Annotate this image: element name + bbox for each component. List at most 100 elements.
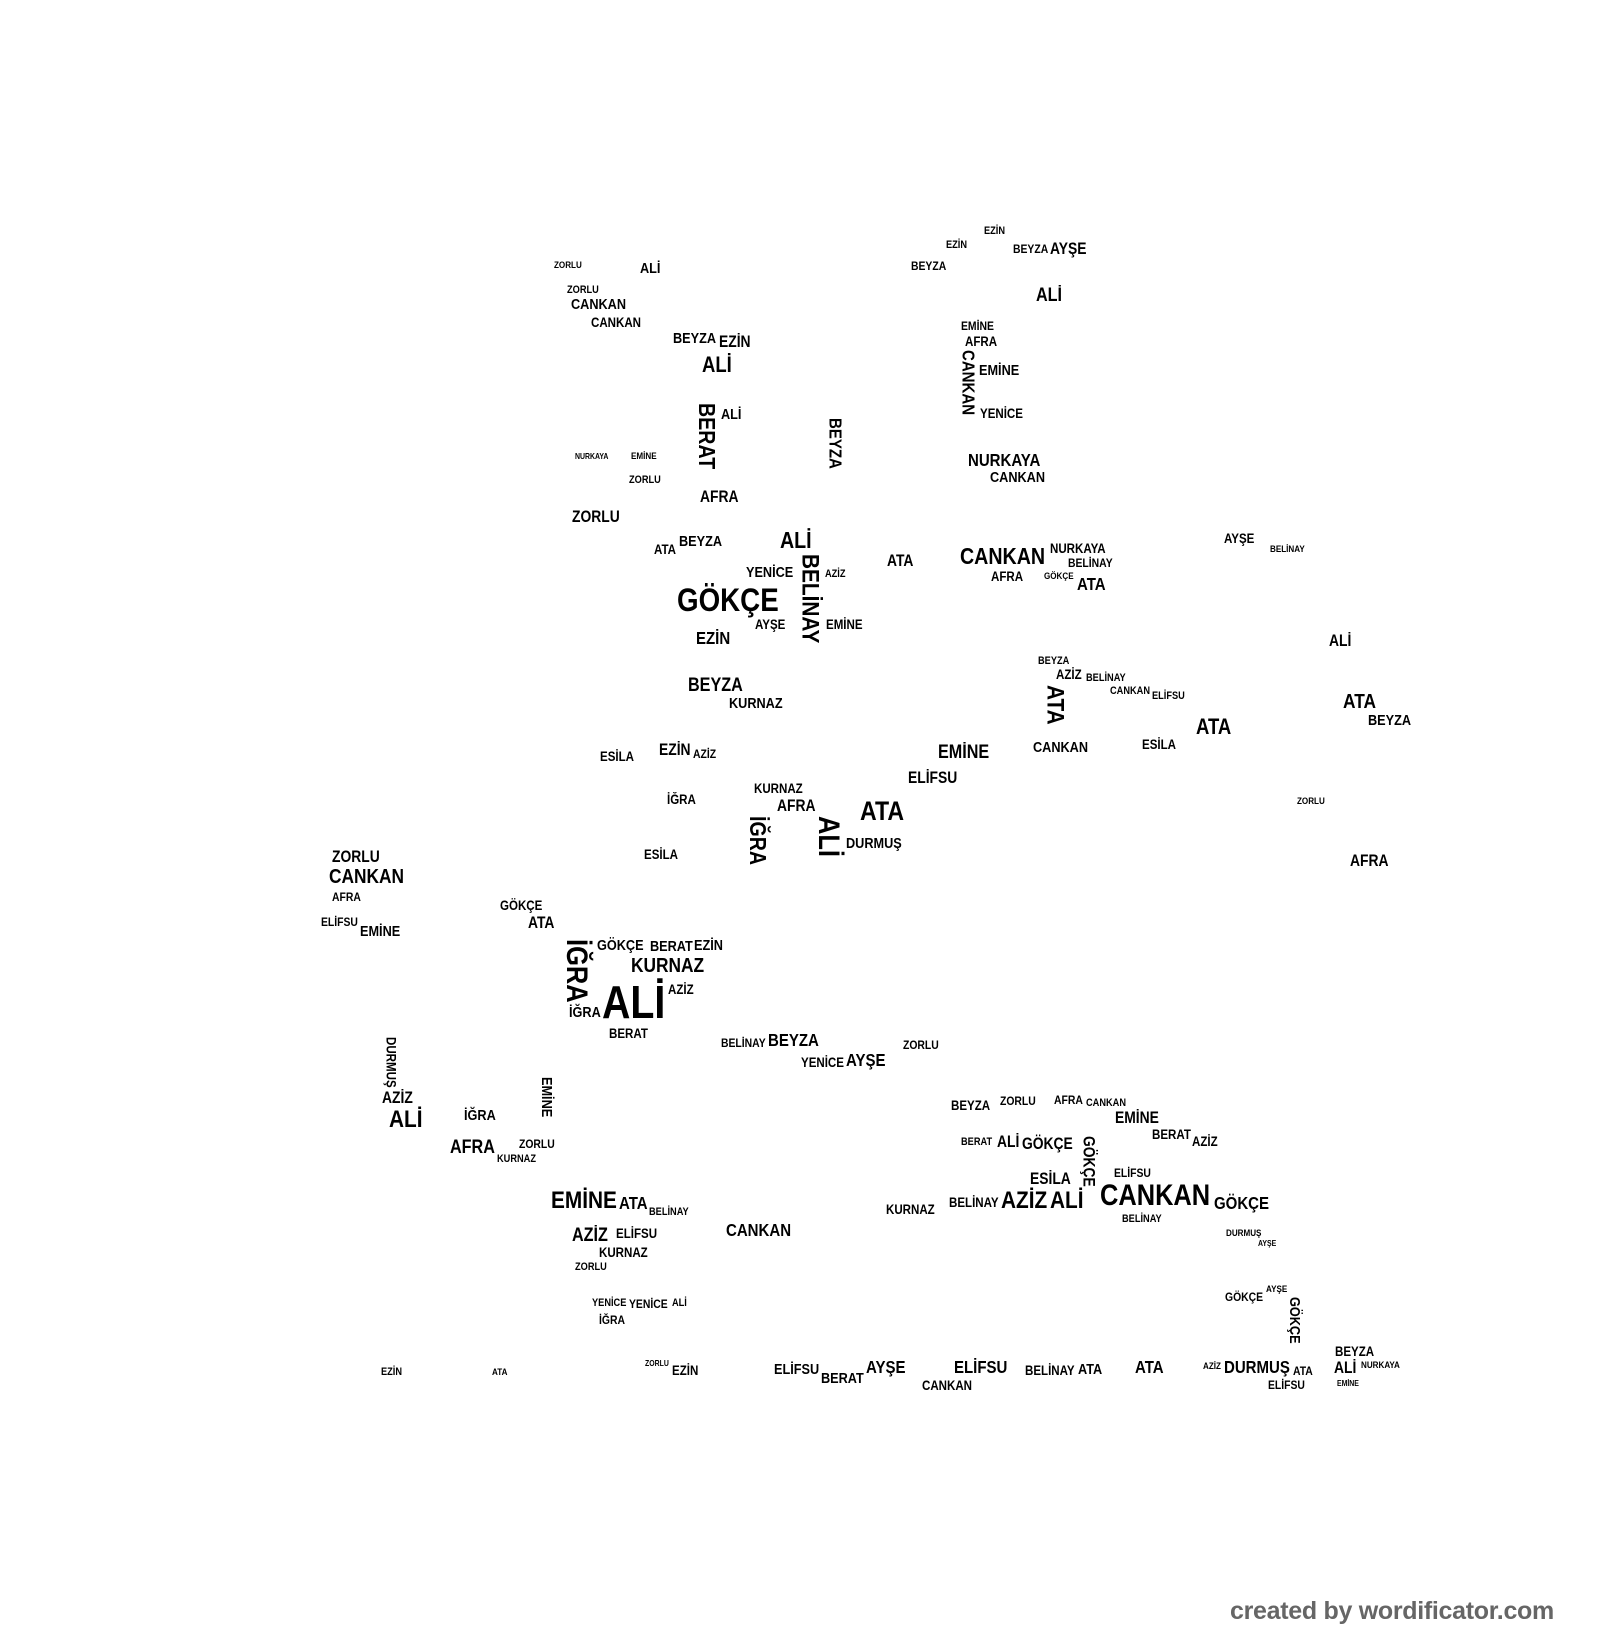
cloud-word: GÖKÇE [1213,1193,1269,1214]
cloud-word: GÖKÇE [1021,1135,1073,1154]
cloud-word: İĞRA [744,815,771,865]
cloud-word: ZORLU [567,284,599,297]
cloud-word: CANKAN [590,314,642,330]
cloud-word: EZİN [718,333,751,352]
cloud-word: BEYZA [672,329,716,347]
cloud-word: GÖKÇE [1043,570,1074,582]
cloud-word: DURMUŞ [1225,1228,1262,1240]
cloud-word: ELİFSU [1114,1165,1152,1180]
cloud-word: BEYZA [1334,1344,1374,1360]
cloud-word: ZORLU [572,507,620,526]
cloud-word: ZORLU [644,1359,669,1369]
cloud-word: ALİ [701,352,732,378]
cloud-word: BEYZA [826,418,847,470]
cloud-word: ALİ [1049,1187,1084,1215]
cloud-word: ALİ [671,1297,687,1310]
cloud-word: ESİLA [1030,1170,1072,1189]
cloud-word: YENİCE [628,1296,668,1311]
cloud-word: ATA [1343,690,1377,713]
cloud-word: BERAT [693,402,720,469]
cloud-word: BELİNAY [949,1195,999,1211]
cloud-word: ATA [859,794,904,826]
cloud-word: NURKAYA [967,449,1040,470]
cloud-word: YENİCE [746,564,794,582]
cloud-word: ELİFSU [774,1361,820,1379]
cloud-word: EZİN [945,238,967,251]
cloud-word: ATA [1195,714,1231,740]
cloud-word: CANKAN [571,296,627,314]
cloud-word: ZORLU [902,1038,939,1053]
cloud-word: BEYZA [1368,712,1412,730]
cloud-word: GÖKÇE [597,936,644,954]
cloud-word: BELİNAY [648,1206,689,1219]
cloud-word: BELİNAY [1269,543,1305,555]
cloud-word: NURKAYA [1050,540,1106,556]
cloud-word: ALİ [1329,632,1352,651]
cloud-word: BERAT [609,1026,649,1042]
cloud-word: CANKAN [1100,1179,1211,1213]
cloud-word: AZİZ [668,982,694,998]
cloud-word: BERAT [1151,1127,1191,1143]
cloud-word: AYŞE [1050,240,1087,259]
cloud-word: ATA [1078,1361,1103,1379]
cloud-word: KURNAZ [728,694,783,712]
cloud-word: İĞRA [599,1313,626,1328]
cloud-word: AZİZ [824,568,846,581]
cloud-word: ELİFSU [1268,1378,1306,1393]
cloud-word: ELİFSU [907,769,958,788]
cloud-word: ESİLA [600,748,635,764]
cloud-word: GÖKÇE [1224,1290,1263,1305]
cloud-word: BEYZA [678,532,722,550]
cloud-word: KURNAZ [497,1152,537,1165]
cloud-word: ZORLU [331,848,380,867]
cloud-word: BELİNAY [796,554,824,644]
cloud-word: ATA [1077,574,1106,595]
cloud-word: EZİN [380,1366,402,1379]
cloud-word: EMİNE [961,319,995,334]
cloud-word: CANKAN [725,1220,791,1241]
cloud-word: ALİ [389,1105,423,1133]
cloud-word: GÖKÇE [676,580,779,618]
cloud-word: AZİZ [693,747,717,762]
cloud-word: ALİ [1333,1359,1356,1378]
cloud-word: BERAT [821,1370,865,1388]
cloud-word: ATA [528,913,555,932]
cloud-word: AZİZ [1192,1133,1218,1149]
cloud-word: AZİZ [1056,667,1083,683]
cloud-word: ATA [1041,685,1069,725]
cloud-word: AYŞE [866,1357,906,1378]
cloud-word: EMİNE [1336,1379,1359,1389]
cloud-word: YENİCE [592,1297,627,1310]
cloud-word: İĞRA [464,1106,497,1124]
cloud-word: CANKAN [958,350,979,416]
cloud-word: EMİNE [938,741,990,763]
cloud-word: BERAT [961,1136,993,1149]
cloud-word: NURKAYA [1360,1359,1400,1371]
cloud-word: CANKAN [922,1377,973,1393]
cloud-word: BEYZA [688,674,744,696]
cloud-word: ELİFSU [1152,689,1186,702]
cloud-word: ATA [491,1367,508,1379]
cloud-word: AFRA [449,1137,495,1159]
cloud-word: AYŞE [755,617,786,633]
cloud-word: AFRA [1350,851,1389,870]
cloud-word: BELİNAY [1085,671,1126,684]
cloud-word: EZİN [984,225,1006,238]
cloud-word: KURNAZ [754,780,804,796]
cloud-word: ZORLU [628,474,661,487]
cloud-word: EMİNE [630,450,657,462]
cloud-word: ALİ [640,259,661,277]
cloud-word: AYŞE [846,1049,886,1070]
cloud-word: ELİFSU [321,914,359,929]
cloud-word: AYŞE [1258,1239,1277,1249]
cloud-word: DURMUŞ [383,1036,399,1088]
cloud-word: AZİZ [572,1224,609,1246]
cloud-word: YENİCE [800,1055,844,1071]
cloud-word: KURNAZ [630,955,704,978]
cloud-word: GÖKÇE [1285,1297,1303,1344]
cloud-word: EZİN [671,1362,698,1378]
cloud-word: ELİFSU [616,1225,658,1241]
cloud-word: EMİNE [359,922,401,940]
cloud-word: BEYZA [1012,242,1048,257]
